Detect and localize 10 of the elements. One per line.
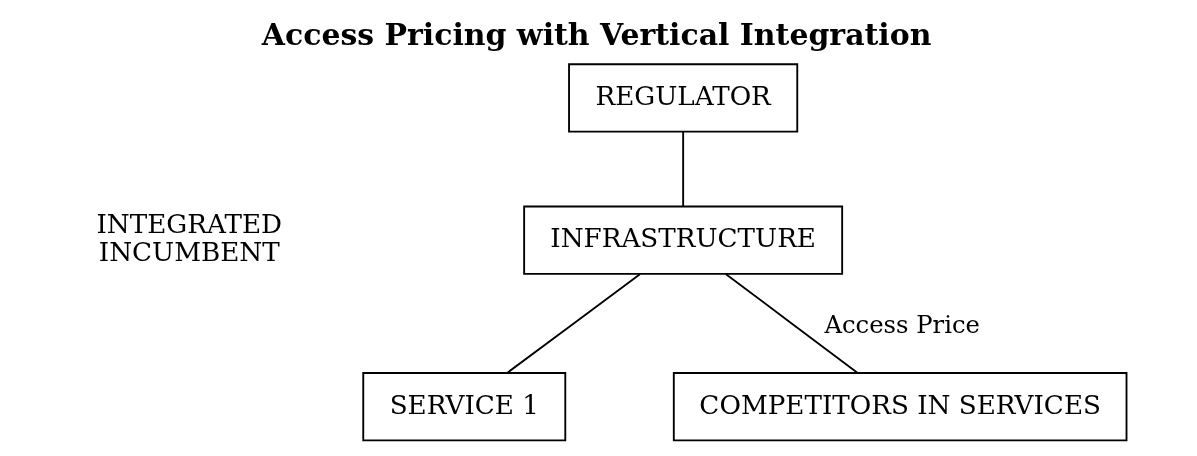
diagram-title: Access Pricing with Vertical Integration xyxy=(261,17,932,53)
connector xyxy=(506,273,641,374)
node-box: COMPETITORS IN SERVICES xyxy=(672,372,1128,442)
connector xyxy=(725,273,859,374)
connector xyxy=(682,131,685,208)
node-box: SERVICE 1 xyxy=(362,372,567,442)
node-box: INFRASTRUCTURE xyxy=(523,205,844,275)
node-box: REGULATOR xyxy=(568,63,799,133)
label: INTEGRATED INCUMBENT xyxy=(96,209,283,268)
edge-label: Access Price xyxy=(824,309,980,339)
